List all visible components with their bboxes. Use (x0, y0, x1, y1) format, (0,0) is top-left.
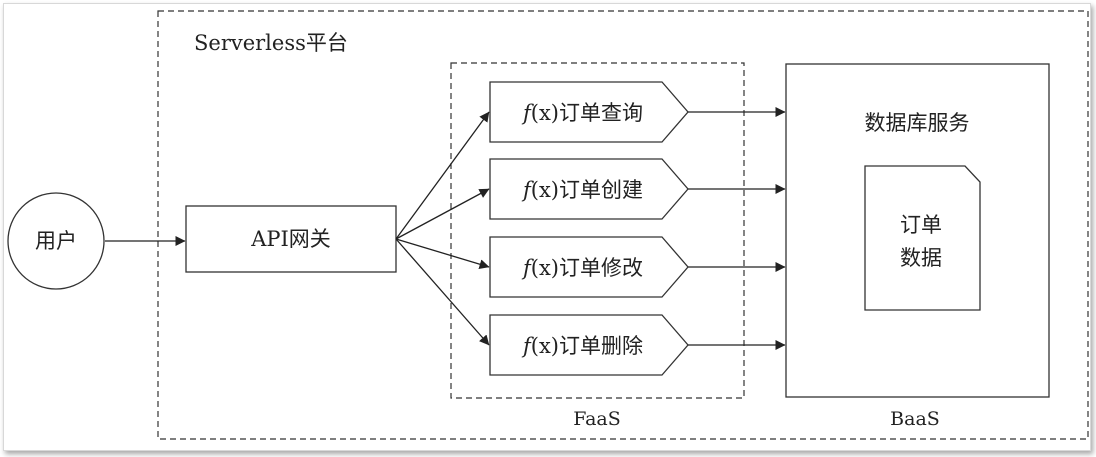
faas-label: FaaS (573, 408, 621, 430)
order-data-document (864, 165, 981, 311)
function-4-label: f(x)订单删除 (521, 334, 643, 358)
gateway-to-function-3-arrow (395, 238, 490, 270)
user-node (7, 192, 105, 290)
function-1-shape (489, 81, 689, 143)
function-node-4: f(x)订单删除 (489, 314, 689, 376)
serverless-platform-boundary (157, 10, 1089, 440)
function-node-1: f(x)订单查询 (489, 81, 689, 143)
gateway-to-function-4-arrow (395, 238, 490, 346)
faas-boundary (450, 62, 745, 399)
serverless-platform-label: Serverless平台 (194, 31, 348, 55)
function-3-label: f(x)订单修改 (521, 256, 643, 280)
function-2-shape (489, 158, 689, 220)
function-4-shape (489, 314, 689, 376)
function-2-label: f(x)订单创建 (521, 178, 643, 202)
function-1-label: f(x)订单查询 (521, 101, 643, 125)
function-node-3: f(x)订单修改 (489, 236, 689, 298)
order-data-label-line2: 数据 (900, 246, 942, 270)
api-gateway-box (185, 205, 397, 273)
order-data-label-line1: 订单 (900, 213, 942, 237)
gateway-to-function-2-arrow (395, 188, 490, 240)
api-gateway-label: API网关 (250, 227, 331, 251)
baas-label: BaaS (890, 408, 940, 430)
gateway-to-function-1-arrow (395, 111, 490, 240)
database-service-label: 数据库服务 (865, 111, 970, 135)
user-label: 用户 (35, 229, 77, 253)
function-3-shape (489, 236, 689, 298)
function-node-2: f(x)订单创建 (489, 158, 689, 220)
